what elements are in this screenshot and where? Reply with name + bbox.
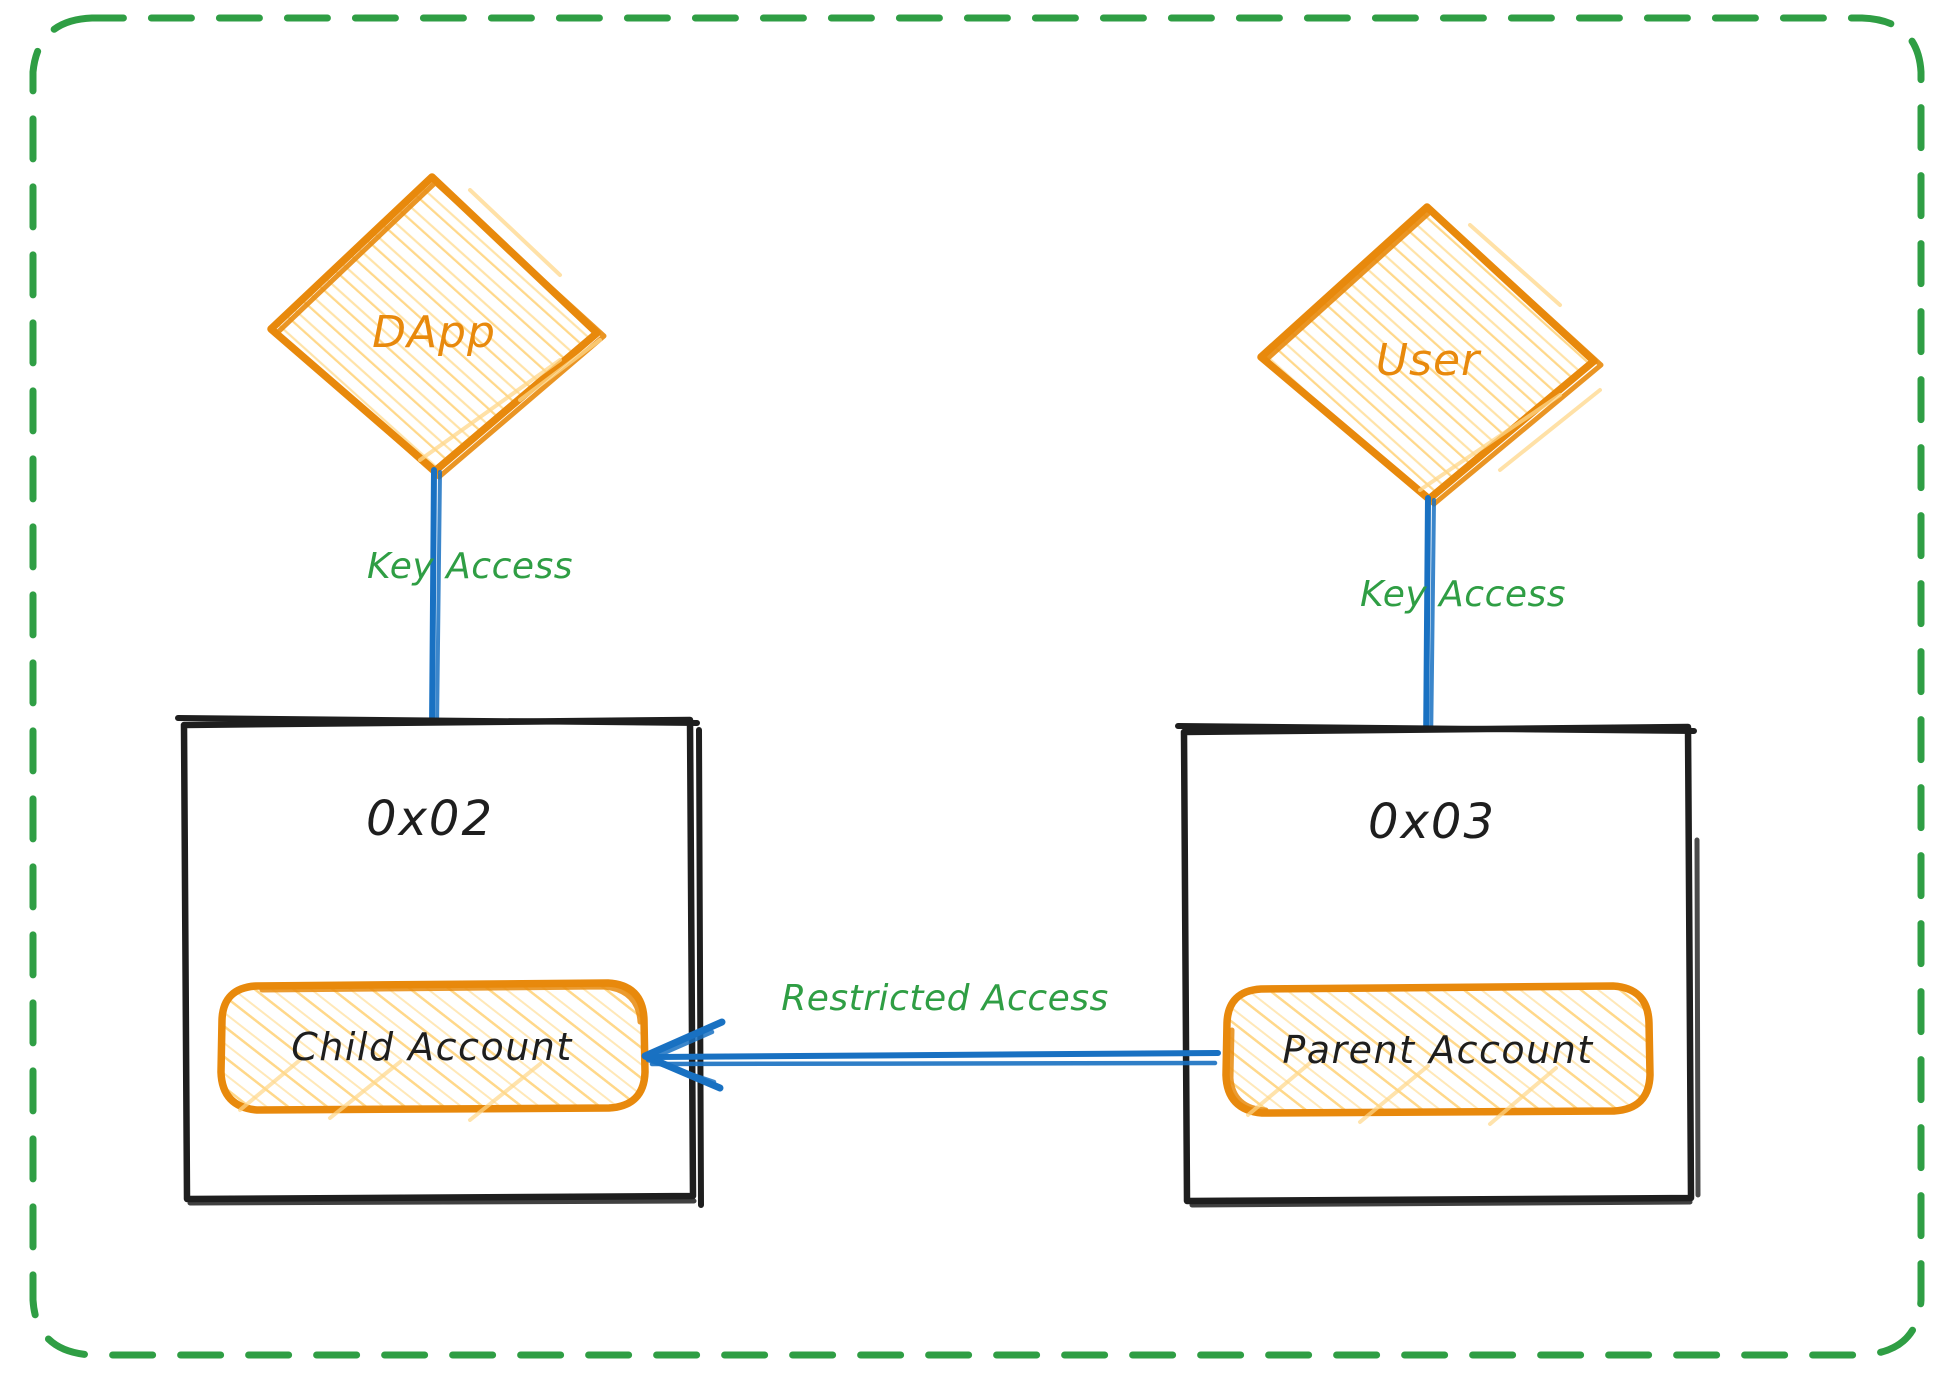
- dapp-label: DApp: [372, 307, 496, 358]
- parent-account-outline-2: [1228, 1027, 1269, 1113]
- parent-account-chip[interactable]: Parent Account: [1222, 982, 1654, 1126]
- edge-user-label: Key Access: [1360, 574, 1566, 615]
- parent-account-label: Parent Account: [1282, 1028, 1594, 1072]
- edge-dapp-label: Key Access: [367, 546, 573, 587]
- child-box-outline-right2: [696, 727, 704, 1208]
- frame-dashed-border: [29, 14, 1925, 1359]
- parent-box-title: 0x03: [1368, 794, 1496, 850]
- child-box-outline-top2: [175, 715, 700, 726]
- child-box-outline-bottom2: [187, 1198, 697, 1206]
- restricted-line-2: [649, 1060, 1218, 1067]
- restricted-access-label: Restricted Access: [781, 978, 1109, 1019]
- parent-account-hatch-overshoot: [1246, 1061, 1558, 1126]
- child-account-fill: [222, 985, 642, 1107]
- edge-user-line-1: [1423, 495, 1431, 755]
- edge-dapp-to-child[interactable]: Key Access: [367, 467, 573, 733]
- edge-parent-to-child[interactable]: Restricted Access: [641, 978, 1221, 1092]
- child-account-hatch-overshoot: [238, 1058, 542, 1122]
- parent-box-outline-bottom2: [1189, 1199, 1693, 1208]
- node-user[interactable]: User: [1257, 203, 1604, 507]
- parent-account-outline-1: [1222, 982, 1654, 1117]
- user-hatch-overshoot: [1418, 223, 1602, 492]
- child-account-chip[interactable]: Child Account: [217, 979, 649, 1122]
- restricted-arrowhead-2: [645, 1029, 717, 1085]
- edge-user-to-parent[interactable]: Key Access: [1360, 495, 1566, 755]
- child-account-label: Child Account: [291, 1025, 573, 1069]
- edge-dapp-line-2: [435, 470, 442, 730]
- dapp-hatch-overshoot: [418, 188, 602, 462]
- edge-dapp-line-1: [429, 467, 437, 733]
- parent-box-outline-top2: [1175, 723, 1697, 734]
- parent-box-outline-right2: [1694, 837, 1701, 1198]
- box-parent-account-0x03[interactable]: 0x03 Parent Account: [1175, 723, 1701, 1208]
- restricted-line-1: [652, 1050, 1221, 1060]
- child-account-outline-2: [259, 984, 643, 1025]
- child-box-title: 0x02: [366, 791, 494, 847]
- edge-user-line-2: [1429, 498, 1436, 752]
- user-label: User: [1376, 335, 1482, 386]
- node-dapp[interactable]: DApp: [267, 173, 607, 480]
- child-account-outline-1: [217, 979, 649, 1114]
- box-child-account-0x02[interactable]: 0x02 Child Account: [175, 715, 704, 1208]
